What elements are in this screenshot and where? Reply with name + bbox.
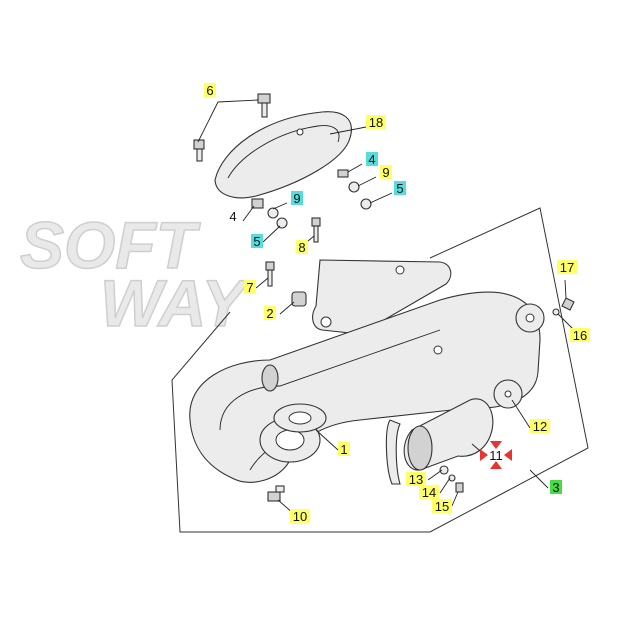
marker-arrow — [490, 461, 502, 469]
callout-12: 12 — [530, 419, 550, 434]
callout-highlight — [366, 152, 378, 166]
bolt-7 — [265, 261, 275, 287]
callout-number: 4 — [229, 209, 236, 224]
callout-1: 1 — [338, 442, 350, 457]
spacer-2 — [291, 291, 307, 307]
callout-highlight — [550, 480, 562, 494]
callout-16: 16 — [570, 328, 590, 343]
callout-number: 18 — [369, 115, 383, 130]
callout-highlight — [204, 83, 216, 97]
bolt-6-lower — [193, 139, 205, 162]
exhaust-flange — [259, 403, 327, 463]
callout-number: 5 — [253, 234, 260, 249]
callout-number: 4 — [368, 152, 375, 167]
watermark-line2: WAY — [100, 266, 250, 340]
callout-8: 8 — [296, 240, 308, 255]
callout-number: 5 — [396, 181, 403, 196]
callout-number: 9 — [293, 191, 300, 206]
callout-5b: 5 — [251, 234, 263, 249]
callout-highlight — [290, 509, 310, 523]
callout-number: 2 — [266, 306, 273, 321]
mounting-bracket — [312, 259, 452, 335]
silencer-11 — [385, 398, 494, 485]
bolt-8 — [311, 217, 321, 243]
callout-highlight — [366, 115, 386, 129]
callout-13: 13 — [406, 472, 426, 487]
callout-highlight — [432, 499, 452, 513]
muffler-end-cap — [515, 297, 575, 333]
callout-highlight — [419, 485, 439, 499]
callout-number: 10 — [293, 509, 307, 524]
callout-highlight — [264, 306, 276, 320]
callout-number: 1 — [340, 442, 347, 457]
marker-arrow — [480, 449, 488, 461]
callout-number: 14 — [422, 485, 436, 500]
assembly-frame — [171, 207, 589, 533]
callout-number: 9 — [382, 165, 389, 180]
callout-5a: 5 — [394, 181, 406, 196]
callout-highlight — [380, 165, 392, 179]
bolt-6-upper — [257, 93, 271, 118]
callout-highlight — [251, 234, 263, 248]
callout-15: 15 — [432, 499, 452, 514]
callout-highlight — [291, 191, 303, 205]
hardware-4-5-9-left — [251, 198, 288, 229]
callout-6: 6 — [204, 83, 216, 98]
callout-10: 10 — [290, 509, 310, 524]
watermark-line1: SOFT — [20, 208, 201, 282]
callout-number: 11 — [489, 448, 503, 463]
disc-12 — [493, 379, 523, 409]
marker-arrow — [504, 449, 512, 461]
callout-number: 17 — [560, 260, 574, 275]
callout-highlight — [406, 472, 426, 486]
callout-4b: 4 — [229, 209, 236, 224]
callout-highlight — [530, 419, 550, 433]
callout-highlight — [570, 328, 590, 342]
callout-highlight — [244, 280, 256, 294]
hardware-13-14-15 — [439, 465, 464, 493]
callout-3: 3 — [550, 480, 562, 495]
watermark: SOFT WAY — [19, 207, 251, 341]
callout-highlight — [338, 442, 350, 456]
callout-2: 2 — [264, 306, 276, 321]
callout-number: 7 — [246, 280, 253, 295]
callout-9b: 9 — [291, 191, 303, 206]
callout-11: 11 — [480, 441, 512, 469]
callout-4a: 4 — [366, 152, 378, 167]
callout-highlight — [394, 181, 406, 195]
callout-highlight — [557, 260, 577, 274]
callout-number: 13 — [409, 472, 423, 487]
callout-highlight — [296, 240, 308, 254]
callout-7: 7 — [244, 280, 256, 295]
hardware-4-5-9-right — [337, 169, 372, 210]
callout-18: 18 — [366, 115, 386, 130]
leader-lines — [197, 99, 579, 515]
marker-arrow — [490, 441, 502, 449]
callout-number: 3 — [552, 480, 559, 495]
callout-number: 16 — [573, 328, 587, 343]
callout-9a: 9 — [380, 165, 392, 180]
callout-14: 14 — [419, 485, 439, 500]
callout-number: 15 — [435, 499, 449, 514]
callout-number: 6 — [206, 83, 213, 98]
bolt-10 — [267, 485, 285, 502]
callout-17: 17 — [557, 260, 577, 275]
callout-number: 12 — [533, 419, 547, 434]
callout-number: 8 — [298, 240, 305, 255]
heat-shield — [214, 111, 352, 199]
